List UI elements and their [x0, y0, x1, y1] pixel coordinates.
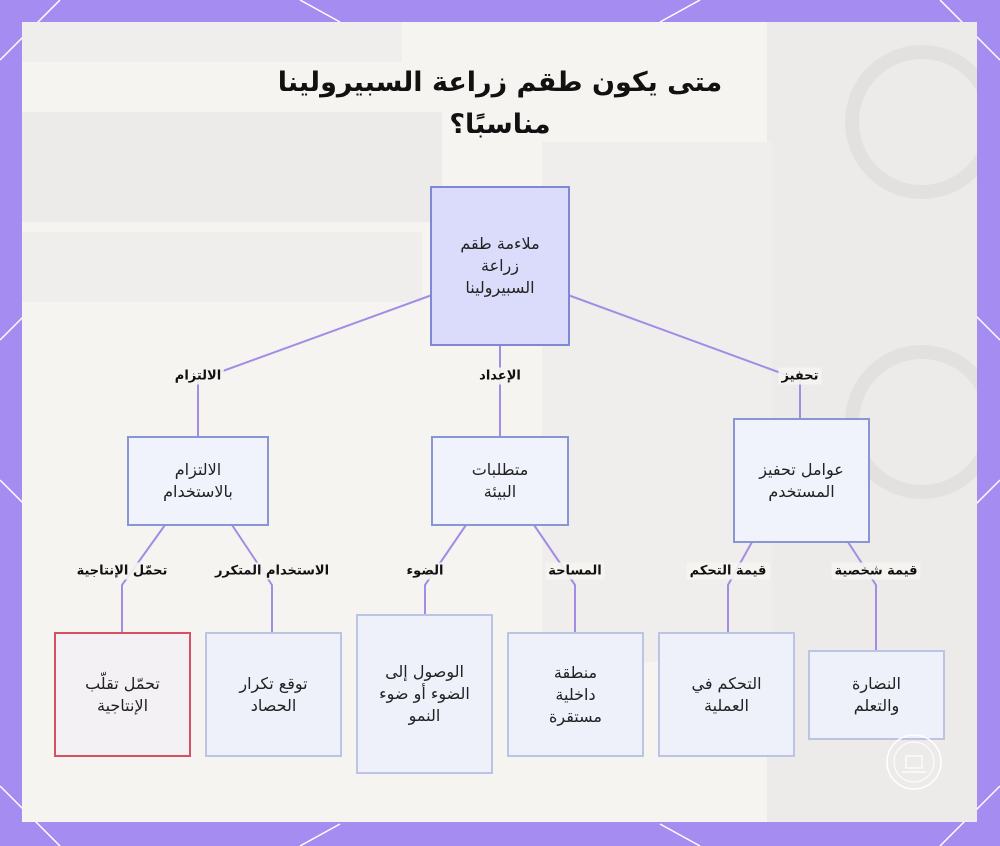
edge-root-motivation: [567, 294, 801, 418]
edge-label-preparation: الإعداد: [476, 367, 524, 385]
node-light-access: الوصول إلى الضوء أو ضوء النمو: [356, 614, 493, 774]
node-commitment: الالتزام بالاستخدام: [127, 436, 269, 526]
watermark-logo-icon: [886, 734, 942, 790]
node-motivation: عوامل تحفيز المستخدم: [733, 418, 870, 543]
edge-label-light: الضوء: [403, 562, 447, 580]
edge-label-commitment: الالتزام: [171, 367, 225, 385]
edge-root-commitment: [197, 294, 433, 436]
node-root-suitability: ملاءمة طقم زراعة السبيرولينا: [430, 186, 570, 346]
edge-commitment-harvest: [231, 524, 273, 632]
edge-motivation-freshness: [847, 541, 877, 650]
edge-label-personal-value: قيمة شخصية: [831, 562, 921, 580]
edge-environment-space: [533, 524, 576, 632]
node-harvest-frequency: توقع تكرار الحصاد: [205, 632, 342, 757]
edge-label-motivation: تحفيز: [778, 367, 822, 385]
node-yield-tolerance: تحمّل تقلّب الإنتاجية: [54, 632, 191, 757]
edge-commitment-yield: [121, 524, 166, 632]
edge-environment-light: [424, 524, 467, 614]
edge-label-space: المساحة: [545, 562, 605, 580]
node-environment: متطلبات البيئة: [431, 436, 569, 526]
edge-label-yield-tolerance: تحمّل الإنتاجية: [73, 562, 171, 580]
edge-motivation-control: [727, 541, 753, 632]
edge-label-repeated-use: الاستخدام المتكرر: [211, 562, 333, 580]
node-indoor-space: منطقة داخلية مستقرة: [507, 632, 644, 757]
diagram-title: متى يكون طقم زراعة السبيرولينا مناسبًا؟: [277, 67, 723, 140]
faded-background-image: [22, 22, 977, 822]
node-freshness-learning: النضارة والتعلم: [808, 650, 945, 740]
node-process-control: التحكم في العملية: [658, 632, 795, 757]
edge-label-control-value: قيمة التحكم: [686, 562, 770, 580]
